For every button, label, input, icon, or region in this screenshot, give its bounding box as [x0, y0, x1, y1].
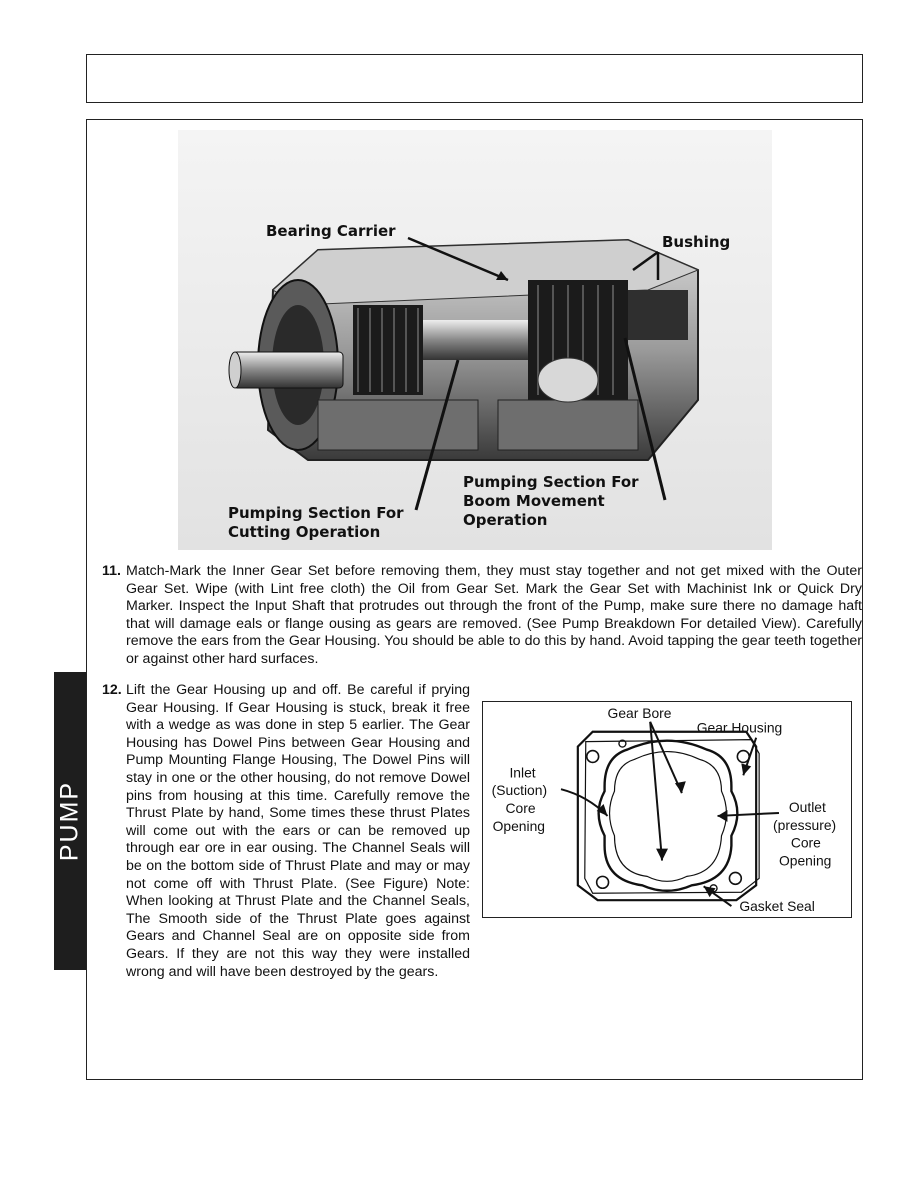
step-number: 12. — [102, 682, 122, 698]
step-number: 11. — [102, 563, 121, 579]
section-tab-label: PUMP — [55, 780, 84, 862]
gear-bore-label: Gear Bore — [608, 705, 672, 721]
boom-section-label-1: Pumping Section For — [463, 473, 639, 491]
gear-housing-diagram: Gear Bore Gear Housing Inlet (Suction) C… — [482, 701, 852, 918]
inlet-label-1: Inlet — [509, 764, 535, 780]
pump-cutaway-photo: Bearing Carrier Bushing Pumping Section … — [178, 130, 772, 550]
bearing-carrier-label: Bearing Carrier — [266, 222, 396, 240]
outlet-label-1: Outlet — [789, 799, 826, 815]
step-text: Lift the Gear Housing up and off. Be car… — [126, 682, 470, 980]
gear-housing-label: Gear Housing — [697, 720, 783, 736]
gasket-seal-label: Gasket Seal — [739, 898, 815, 914]
inlet-label-2: (Suction) — [492, 782, 547, 798]
section-tab: PUMP — [54, 672, 86, 970]
boom-section-label-3: Operation — [463, 511, 547, 529]
outlet-label-3: Core — [791, 835, 821, 851]
boom-section-label-2: Boom Movement — [463, 492, 605, 510]
content-frame — [86, 119, 863, 1080]
header-box — [86, 54, 863, 103]
bushing-label: Bushing — [662, 233, 730, 251]
cutting-section-label-2: Cutting Operation — [228, 523, 380, 541]
inlet-label-4: Opening — [493, 818, 545, 834]
outlet-label-2: (pressure) — [773, 817, 836, 833]
cutting-section-label-1: Pumping Section For — [228, 504, 404, 522]
outlet-label-4: Opening — [779, 852, 831, 868]
inlet-label-3: Core — [506, 800, 536, 816]
step-text: Match-Mark the Inner Gear Set before rem… — [126, 563, 862, 667]
